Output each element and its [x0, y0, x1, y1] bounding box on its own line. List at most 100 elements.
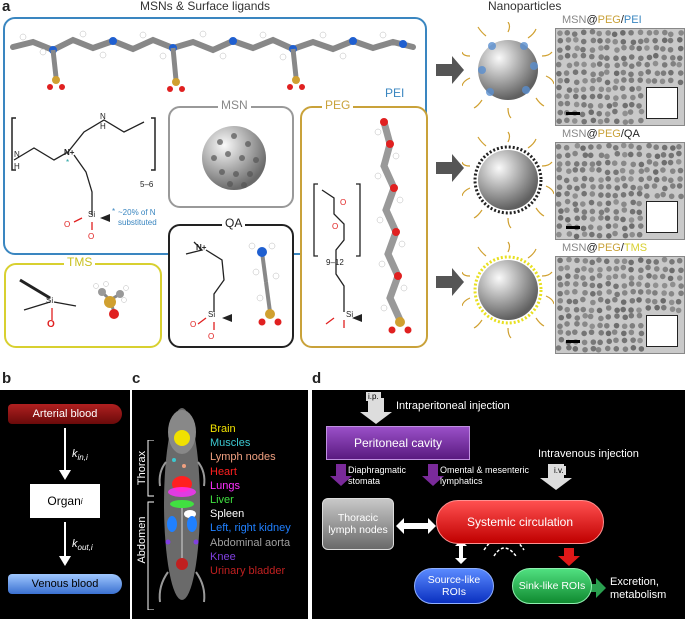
tms-structure [19, 278, 129, 320]
organ-legend-item: Spleen [210, 508, 245, 521]
tem-particle [557, 257, 563, 264]
tem-particle [588, 267, 594, 273]
arrow-k-out [59, 522, 71, 566]
tem-particle [557, 329, 564, 335]
tem-particle [638, 117, 644, 124]
tem-particle [557, 100, 564, 107]
tem-particle [628, 275, 635, 281]
pei-nh-h: H [100, 122, 106, 131]
tem-particle [654, 193, 661, 199]
tem-particle [597, 118, 604, 125]
tem-particle [630, 184, 636, 191]
region-brackets [147, 440, 154, 610]
tem-particle [580, 306, 587, 313]
tem-particle [622, 110, 628, 117]
tem-particle [581, 175, 588, 182]
tem-particle [565, 160, 571, 167]
tem-particle [582, 289, 588, 296]
tem-particle [637, 223, 644, 229]
tem-particle [613, 215, 620, 222]
tem-particle [581, 339, 588, 346]
tem-particle [627, 109, 634, 115]
k-in-label: kin,i [72, 448, 88, 463]
tem-particle [557, 109, 564, 116]
tem-particle [668, 291, 675, 297]
pei-quat-n: N+ [64, 148, 75, 157]
tem-particle [557, 290, 563, 297]
tem-particle [638, 70, 644, 77]
tem-particle [589, 161, 596, 167]
tem-particle [603, 258, 610, 265]
tem-particle [636, 231, 643, 238]
tem-particle [557, 297, 564, 304]
tem-particle [597, 102, 604, 109]
tem-particle [620, 264, 627, 271]
thoracic-lymph-nodes-block: Thoracic lymph nodes [322, 498, 394, 550]
omental-label: Omental & mesenteric lymphatics [440, 465, 530, 486]
tem-particle [638, 346, 645, 352]
tem-particle [590, 62, 597, 68]
iv-badge: i.v. [552, 466, 566, 475]
tem-particle [630, 161, 637, 168]
tem-particle [566, 231, 573, 237]
tem-particle [581, 265, 587, 272]
tem-particle [678, 267, 684, 274]
tem-particle [620, 306, 626, 313]
tem-particle [613, 337, 619, 344]
tem-particle [565, 216, 571, 223]
tem-particle [614, 62, 621, 69]
iv-injection-label: Intravenous injection [538, 448, 639, 460]
tem-particle [667, 31, 674, 38]
tem-particle [661, 37, 668, 44]
nanoparticle-illustrations [462, 22, 554, 339]
tem-particle [621, 55, 627, 62]
tem-particle [605, 305, 612, 311]
pei-o2: O [88, 232, 95, 241]
tem-particle [661, 257, 668, 263]
tem-particle [613, 199, 619, 205]
tem-particle [613, 95, 619, 101]
tem-particle [581, 330, 587, 337]
tem-particle [669, 183, 676, 189]
tem-particle [645, 264, 651, 271]
tem-particle [605, 30, 611, 36]
tem-particle [557, 305, 563, 311]
tem-particle [598, 45, 604, 51]
tem-particle [628, 217, 635, 223]
tem-particle [604, 117, 610, 124]
tem-particle [613, 265, 620, 272]
tem-particle [581, 231, 588, 237]
pei-amine-n: N [14, 150, 20, 159]
tem-particle [573, 207, 580, 213]
tem-particle [564, 264, 570, 271]
tem-particle [573, 79, 580, 86]
tem-particle [604, 153, 610, 160]
peritoneal-cavity-block: Peritoneal cavity [326, 426, 470, 460]
tem-particle [622, 314, 629, 321]
tem-particle [628, 54, 635, 60]
venous-blood-block: Venous blood [8, 574, 122, 594]
tem-particle [676, 144, 682, 150]
tem-particle [604, 169, 611, 176]
pei-3d-model [10, 30, 416, 92]
tem-particle [678, 283, 684, 289]
tem-particle [614, 150, 621, 157]
tem-particle [572, 201, 579, 207]
tem-particle [676, 257, 683, 264]
tem-particle [644, 282, 651, 289]
tem-particle [620, 38, 627, 45]
tem-particle [574, 185, 580, 192]
tem-particle [565, 330, 572, 336]
tem-particle [604, 79, 611, 86]
tem-particle [662, 266, 669, 273]
pei-structure [11, 117, 156, 230]
tem-particle [589, 275, 596, 281]
tem-particle [667, 37, 674, 44]
tem-particle [598, 329, 605, 336]
sink-rois-block: Sink-like ROIs [512, 568, 592, 604]
tem-particle [676, 275, 683, 281]
tem-particle [637, 185, 643, 192]
tem-particle [590, 339, 597, 345]
tem-particle [638, 176, 645, 183]
arterial-blood-block: Arterial blood [8, 404, 122, 424]
